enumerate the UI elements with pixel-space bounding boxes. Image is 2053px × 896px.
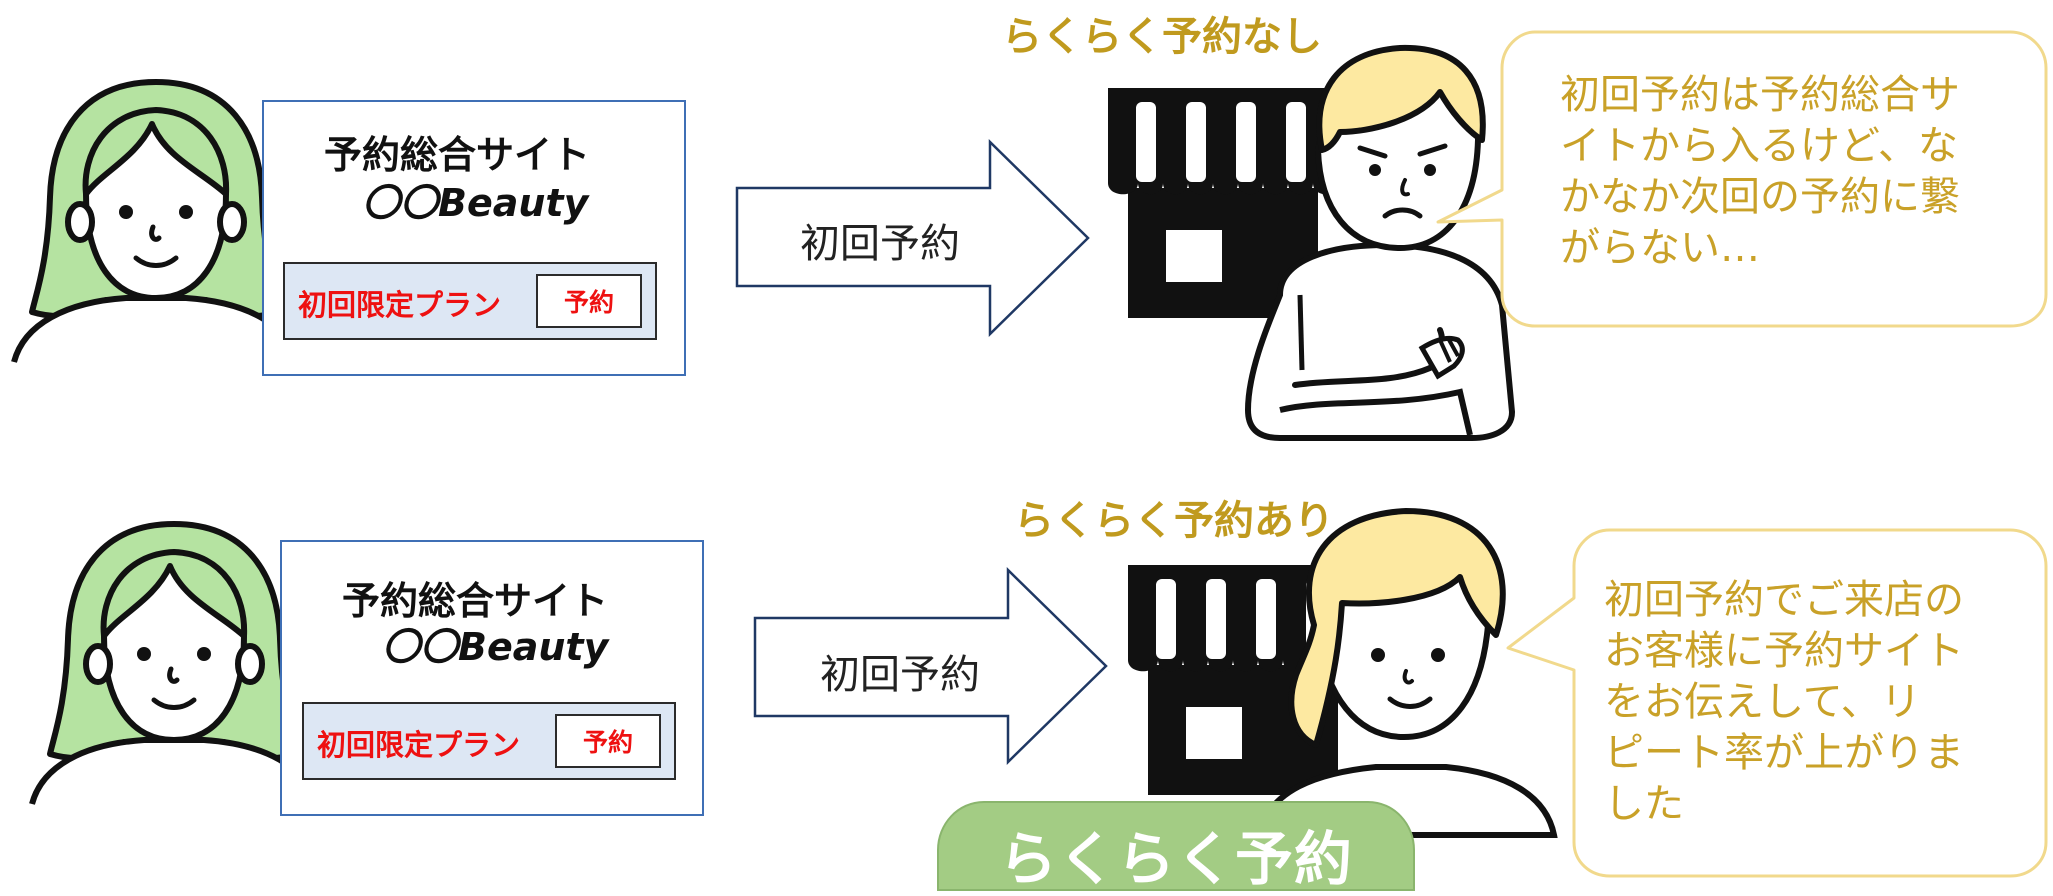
title-with-raku: らくらく予約あり — [1014, 498, 1334, 544]
woman-green-hair-icon — [24, 494, 324, 824]
booking-site-brand: 〇〇Beauty — [362, 181, 589, 225]
arrow-label: 初回予約 — [820, 652, 980, 698]
bubble-line: がらない… — [1560, 225, 1760, 271]
booking-site-name: 予約総合サイト — [342, 579, 609, 623]
bubble-line: をお伝えして、リ — [1604, 679, 1921, 725]
booking-site-brand: 〇〇Beauty — [382, 625, 609, 669]
reserve-button[interactable]: 予約 — [555, 714, 661, 768]
bubble-line: 初回予約でご来店の — [1604, 577, 1964, 623]
bubble-line: した — [1604, 781, 1684, 827]
raku-raku-pill-label: らくらく予約 — [998, 825, 1353, 893]
booking-site-name: 予約総合サイト — [324, 133, 591, 177]
woman-green-hair-icon — [6, 52, 306, 382]
speech-bubble-bottom — [1506, 528, 2048, 878]
bubble-line: かなか次回の予約に繋 — [1560, 174, 1960, 220]
title-without-raku: らくらく予約なし — [1002, 14, 1322, 60]
bubble-text-top: 初回予約は予約総合サ イトから入るけど、な かなか次回の予約に繋 がらない… — [1560, 70, 1960, 274]
bubble-line: イトから入るけど、な — [1560, 123, 1958, 169]
staff-smiling-icon — [1254, 508, 1558, 838]
first-time-plan-label: 初回限定プラン — [298, 288, 502, 322]
staff-confused-icon — [1244, 44, 1516, 441]
bubble-text-bottom: 初回予約でご来店の お客様に予約サイト をお伝えして、リ ピート率が上がりま し… — [1604, 575, 1964, 830]
bubble-line: ピート率が上がりま — [1604, 730, 1964, 776]
speech-bubble-top — [1436, 30, 2048, 328]
bubble-line: お客様に予約サイト — [1604, 628, 1964, 674]
first-time-plan-label: 初回限定プラン — [317, 728, 521, 762]
arrow-right-icon — [753, 567, 1108, 765]
arrow-right-icon — [735, 139, 1090, 337]
reserve-button[interactable]: 予約 — [536, 274, 642, 328]
arrow-label: 初回予約 — [800, 221, 960, 267]
bubble-line: 初回予約は予約総合サ — [1560, 72, 1960, 118]
